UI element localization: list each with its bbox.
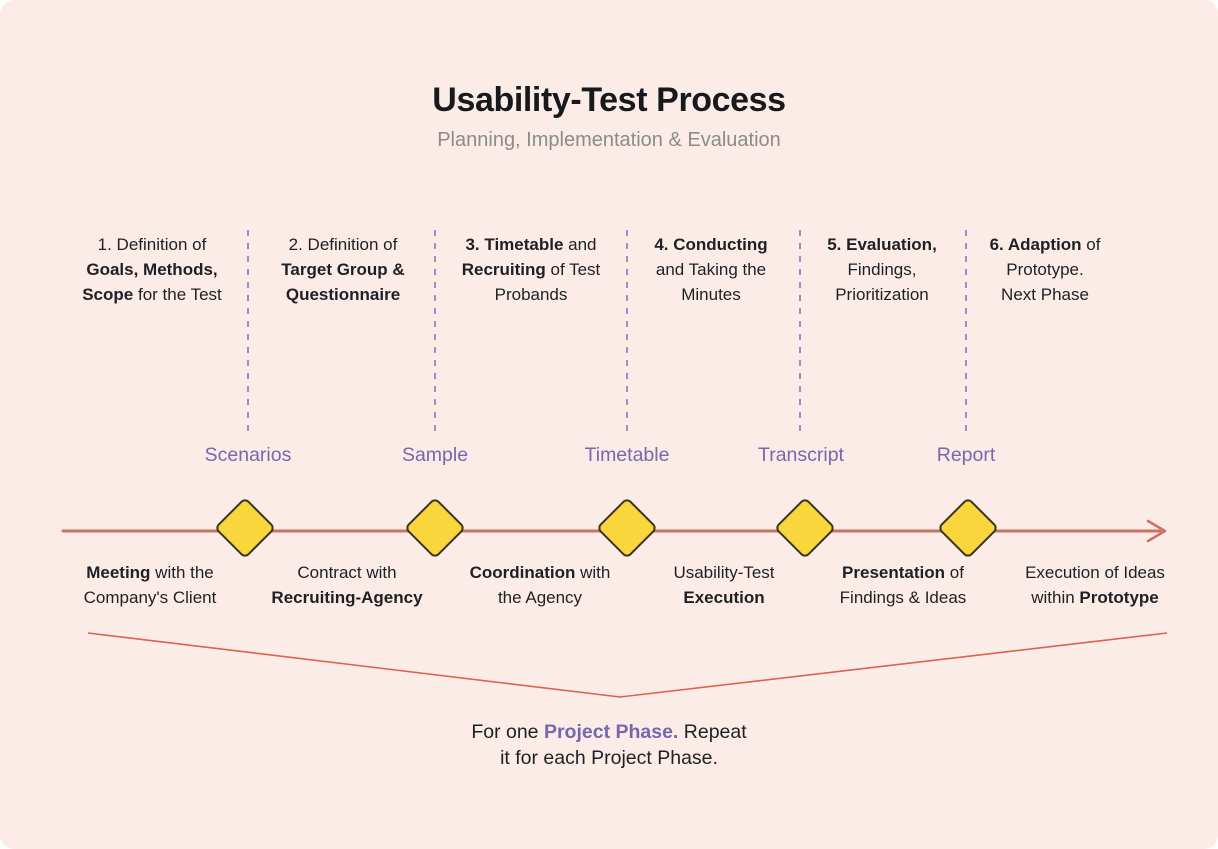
text-segment: Scope: [82, 285, 134, 304]
deliverable-6: Execution of Ideas within Prototype: [990, 560, 1200, 610]
milestone-label-timetable: Timetable: [584, 444, 670, 466]
page-subtitle: Planning, Implementation & Evaluation: [437, 129, 781, 151]
milestone-label-transcript: Transcript: [758, 444, 844, 466]
phase-step-6: 6. Adaption of Prototype. Next Phase: [945, 232, 1145, 307]
text-segment: Target Group & Questionnaire: [281, 260, 405, 304]
milestone-diamond-icon: [213, 496, 277, 560]
milestone-label-report: Report: [936, 444, 996, 466]
text-segment: and: [568, 235, 597, 254]
milestone-diamond-icon: [403, 496, 467, 560]
phase-step-3: 3. Timetable and Recruiting of Test Prob…: [431, 232, 631, 307]
text-segment: Usability-Test: [673, 563, 775, 582]
deliverable-4: Usability-Test Execution: [619, 560, 829, 610]
deliverable-1: Meeting with the Company's Client: [45, 560, 255, 610]
text-segment: Execution of Ideas within: [1025, 563, 1165, 607]
text-segment: Recruiting-Agency: [271, 588, 423, 607]
text-segment: 6. Adaption: [989, 235, 1082, 254]
phase-step-4: 4. Conducting and Taking the Minutes: [611, 232, 811, 307]
text-segment: Contract with: [297, 563, 397, 582]
text-segment: of Prototype. Next Phase: [1001, 235, 1101, 304]
project-phase-note: For one Project Phase. Repeat it for eac…: [0, 719, 1218, 771]
phase-step-5: 5. Evaluation, Findings, Prioritization: [782, 232, 982, 307]
deliverable-3: Coordination with the Agency: [435, 560, 645, 610]
milestone-label-scenarios: Scenarios: [204, 444, 292, 466]
text-segment: and Taking the Minutes: [655, 260, 767, 304]
text-segment: 1. Definition of: [97, 235, 207, 254]
deliverable-5: Presentation of Findings & Ideas: [798, 560, 1008, 610]
text-segment: Project Phase.: [543, 721, 679, 743]
text-segment: 2. Definition of: [288, 235, 398, 254]
text-segment: for the Test: [133, 285, 222, 304]
timeline-arrowhead-icon: [1146, 519, 1167, 543]
milestone-label-sample: Sample: [401, 444, 469, 466]
phase-step-1: 1. Definition of Goals, Methods, Scope f…: [52, 232, 252, 307]
phase-step-2: 2. Definition of Target Group & Question…: [243, 232, 443, 307]
text-segment: Execution: [683, 588, 765, 607]
project-phase-bracket: [87, 632, 1168, 698]
text-segment: 4. Conducting: [654, 235, 768, 254]
milestone-diamond-icon: [773, 496, 837, 560]
text-segment: with the Agency: [497, 563, 611, 607]
milestone-diamond-icon: [936, 496, 1000, 560]
text-segment: with the Company's Client: [83, 563, 217, 607]
text-segment: 5. Evaluation,: [827, 235, 937, 254]
text-segment: Prototype: [1079, 588, 1159, 607]
milestone-diamond-icon: [595, 496, 659, 560]
text-segment: Presentation: [842, 563, 946, 582]
text-segment: of Test Probands: [494, 260, 601, 304]
text-segment: For one: [471, 721, 544, 743]
text-segment: Repeat it for each Project Phase.: [500, 721, 747, 769]
text-segment: of Findings & Ideas: [839, 563, 967, 607]
text-segment: Findings, Prioritization: [835, 260, 929, 304]
text-segment: Recruiting: [461, 260, 546, 279]
page-title: Usability-Test Process: [432, 81, 786, 119]
text-segment: 3. Timetable: [465, 235, 564, 254]
text-segment: Goals, Methods,: [86, 260, 218, 279]
text-segment: Meeting: [86, 563, 151, 582]
deliverable-2: Contract with Recruiting-Agency: [242, 560, 452, 610]
text-segment: Coordination: [469, 563, 576, 582]
